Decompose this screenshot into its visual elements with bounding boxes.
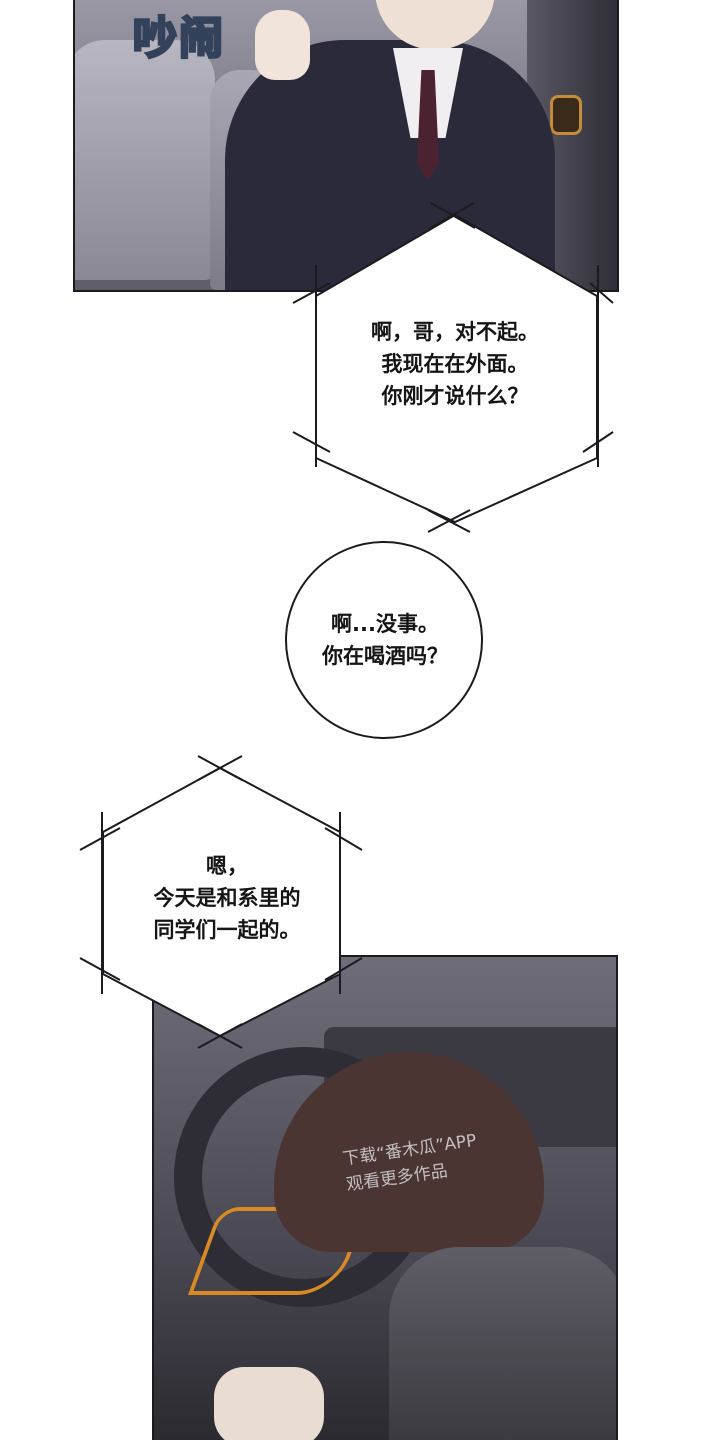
hexagon-bubble-2 xyxy=(79,755,363,1049)
dialogue-line: 今天是和系里的 xyxy=(153,886,301,910)
sound-effect-text: 吵闹 xyxy=(132,12,225,66)
car-door xyxy=(527,0,617,290)
hexagon-bubble-1 xyxy=(292,202,614,533)
door-handle xyxy=(550,95,582,135)
dialogue-text: 啊...没事。 你在喝酒吗？ xyxy=(290,608,480,672)
dialogue-line: 嗯， xyxy=(206,854,248,878)
car-seat xyxy=(75,40,215,280)
dialogue-line: 你刚才说什么？ xyxy=(381,384,529,408)
dialogue-text: 啊，哥，对不起。 我现在在外面。 你刚才说什么？ xyxy=(330,316,580,412)
dialogue-line: 同学们一起的。 xyxy=(153,918,301,942)
hand xyxy=(214,1367,324,1440)
necktie xyxy=(417,70,439,180)
circle-bubble xyxy=(285,541,483,739)
dialogue-line: 啊，哥，对不起。 xyxy=(371,320,539,344)
headrest xyxy=(389,1247,616,1440)
dialogue-text: 嗯， 今天是和系里的 同学们一起的。 xyxy=(112,850,342,946)
dialogue-line: 我现在在外面。 xyxy=(381,352,529,376)
dialogue-line: 你在喝酒吗？ xyxy=(322,644,448,668)
hand-holding-phone xyxy=(255,10,310,80)
panel-driver-slumped: 下载“番木瓜”APP 观看更多作品 xyxy=(152,955,618,1440)
dialogue-line: 啊...没事。 xyxy=(331,612,439,636)
